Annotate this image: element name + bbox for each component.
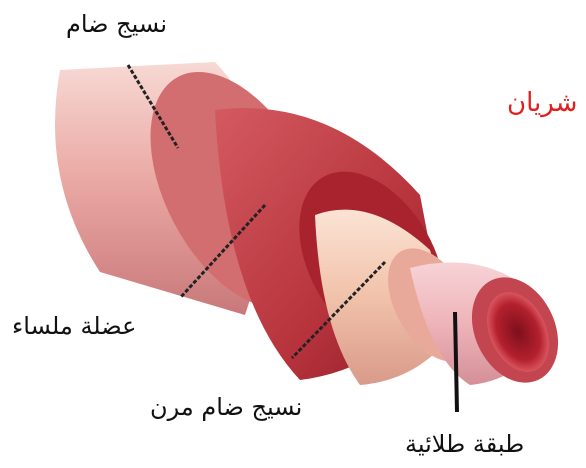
label-elastic-connective-tissue: نسيج ضام مرن xyxy=(150,395,302,419)
leader-line-epithelial-layer xyxy=(455,312,457,412)
diagram-title: شريان xyxy=(507,90,577,116)
label-smooth-muscle: عضلة ملساء xyxy=(12,314,136,338)
label-connective-tissue: نسيج ضام xyxy=(66,12,167,36)
label-epithelial-layer: طبقة طلائية xyxy=(405,432,524,456)
